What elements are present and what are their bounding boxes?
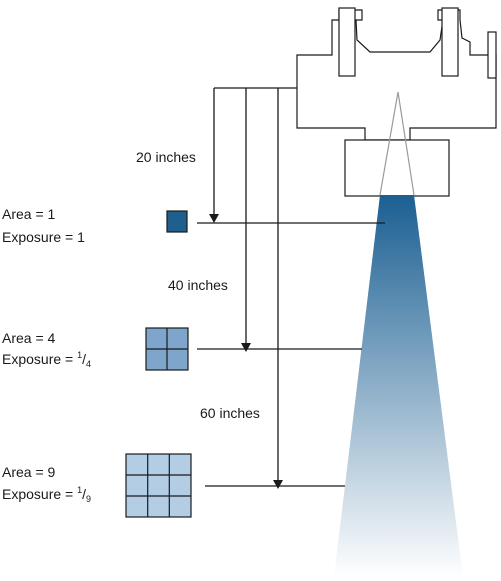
distance-label-20: 20 inches [136, 149, 196, 165]
exposure-value-1: 1 [77, 229, 85, 245]
exposure-denominator-9: 9 [86, 494, 91, 504]
exposure-prefix-9: Exposure = [2, 486, 77, 502]
exposure-numerator-9: 1 [77, 485, 82, 495]
tube-right-post [441, 7, 459, 77]
tube-side-tab [487, 31, 497, 79]
exposure-label-9: Exposure = 1/9 [2, 485, 91, 504]
distance-arrows [213, 87, 297, 481]
focal-ray-right [397, 91, 415, 196]
area-label-4: Area = 4 [2, 330, 56, 346]
xray-tube [296, 7, 497, 197]
plane-lines [197, 222, 385, 487]
exposure-denominator-4: 4 [86, 359, 91, 369]
fraction-slash-9: / [82, 486, 86, 502]
arrowhead-20 [209, 214, 219, 223]
area-square-9 [125, 453, 192, 518]
xray-beam [334, 195, 463, 577]
area-label-1: Area = 1 [2, 206, 56, 222]
area-square-4 [145, 327, 189, 371]
exposure-numerator-4: 1 [77, 350, 82, 360]
distance-label-40: 40 inches [168, 277, 228, 293]
collimator [344, 139, 450, 197]
exposure-label-1: Exposure = 1 [2, 229, 85, 245]
area-square-1 [166, 210, 188, 233]
distance-label-60: 60 inches [200, 405, 260, 421]
arrowhead-60 [273, 480, 283, 489]
exposure-label-4: Exposure = 1/4 [2, 350, 91, 369]
tube-housing-outline [296, 9, 497, 141]
arrowhead-40 [241, 343, 251, 352]
exposure-prefix-1: Exposure = [2, 229, 77, 245]
fraction-slash-4: / [82, 351, 86, 367]
tube-left-post [338, 7, 356, 77]
focal-ray-left [379, 91, 399, 196]
exposure-prefix-4: Exposure = [2, 351, 77, 367]
area-label-9: Area = 9 [2, 464, 56, 480]
arrowheads [209, 214, 283, 489]
